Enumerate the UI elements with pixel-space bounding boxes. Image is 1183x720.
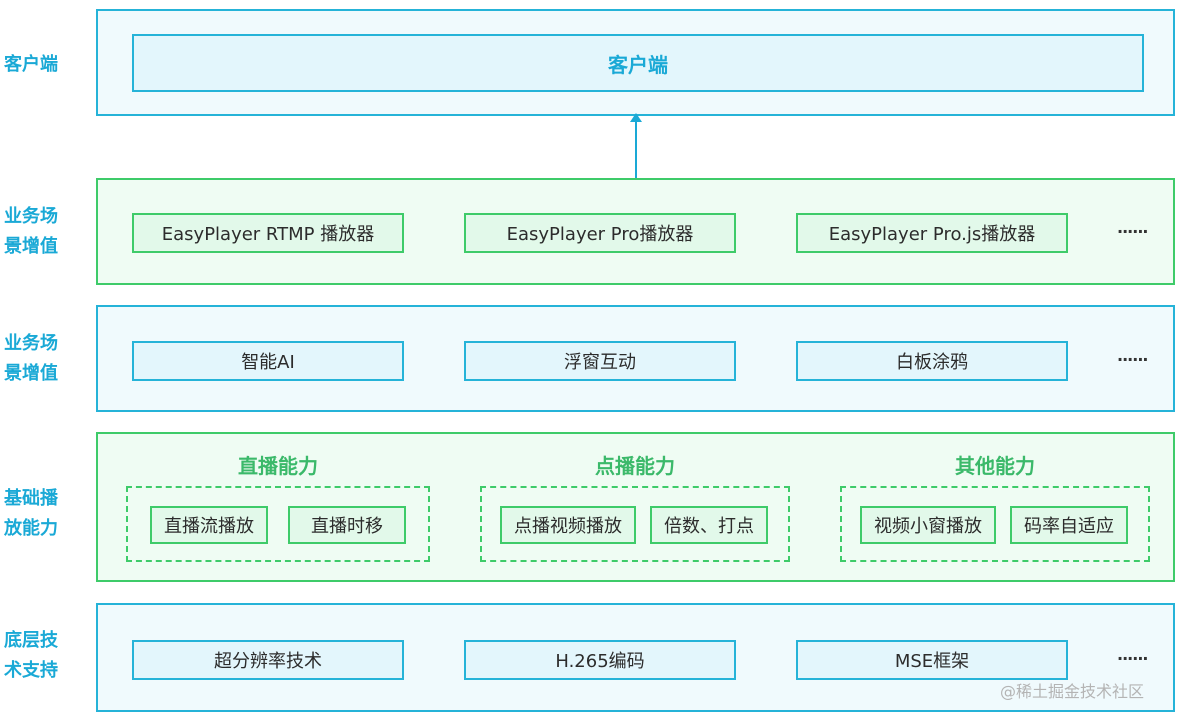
basic-layer: 直播能力 直播流播放 直播时移 点播能力 点播视频播放 倍数、打点 其他能力 视… bbox=[96, 432, 1175, 582]
side-label-client: 客户端 bbox=[4, 54, 58, 75]
super-resolution-box: 超分辨率技术 bbox=[132, 640, 404, 680]
side-label-business-2: 业务场景增值 bbox=[4, 333, 58, 384]
vod-group bbox=[480, 486, 790, 562]
easyplayer-projs-box: EasyPlayer Pro.js播放器 bbox=[796, 213, 1068, 253]
up-arrow-icon bbox=[630, 113, 642, 180]
side-label-business-1: 业务场景增值 bbox=[4, 206, 58, 257]
business-layer-1: EasyPlayer RTMP 播放器 EasyPlayer Pro播放器 Ea… bbox=[96, 178, 1175, 285]
tech-ellipsis: ...... bbox=[1117, 645, 1148, 664]
vod-group-title: 点播能力 bbox=[595, 454, 675, 478]
client-box: 客户端 bbox=[132, 34, 1144, 92]
other-group bbox=[840, 486, 1150, 562]
mse-box: MSE框架 bbox=[796, 640, 1068, 680]
ai-box: 智能AI bbox=[132, 341, 404, 381]
floating-window-box: 浮窗互动 bbox=[464, 341, 736, 381]
live-timeshift-box: 直播时移 bbox=[288, 506, 406, 544]
easyplayer-pro-box: EasyPlayer Pro播放器 bbox=[464, 213, 736, 253]
side-label-tech: 底层技术支持 bbox=[4, 630, 58, 681]
adaptive-bitrate-box: 码率自适应 bbox=[1010, 506, 1128, 544]
live-stream-box: 直播流播放 bbox=[150, 506, 268, 544]
mini-window-box: 视频小窗播放 bbox=[860, 506, 996, 544]
easyplayer-rtmp-box: EasyPlayer RTMP 播放器 bbox=[132, 213, 404, 253]
watermark: @稀土掘金技术社区 bbox=[1000, 682, 1145, 701]
tech-layer: 超分辨率技术 H.265编码 MSE框架 bbox=[96, 603, 1175, 712]
business-1-ellipsis: ...... bbox=[1117, 218, 1148, 237]
live-group-title: 直播能力 bbox=[238, 454, 318, 478]
business-2-ellipsis: ...... bbox=[1117, 346, 1148, 365]
client-layer: 客户端 bbox=[96, 9, 1175, 116]
whiteboard-box: 白板涂鸦 bbox=[796, 341, 1068, 381]
business-layer-2: 智能AI 浮窗互动 白板涂鸦 bbox=[96, 305, 1175, 412]
side-label-basic: 基础播放能力 bbox=[4, 488, 58, 539]
live-group bbox=[126, 486, 430, 562]
speed-mark-box: 倍数、打点 bbox=[650, 506, 768, 544]
h265-box: H.265编码 bbox=[464, 640, 736, 680]
other-group-title: 其他能力 bbox=[955, 454, 1035, 478]
vod-play-box: 点播视频播放 bbox=[500, 506, 636, 544]
